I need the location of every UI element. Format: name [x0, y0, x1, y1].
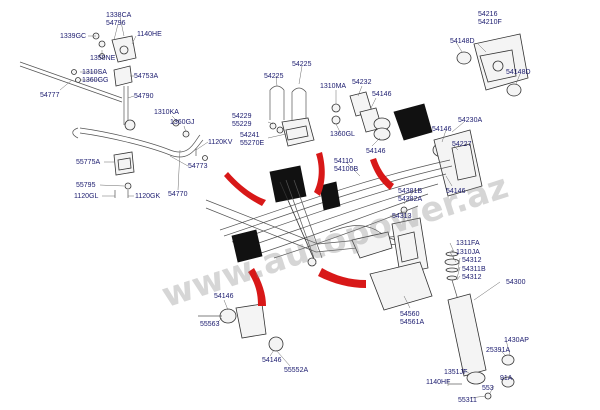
part-label: 1140HF: [426, 379, 450, 386]
part-label: 54146: [214, 293, 234, 300]
part-label: 54229: [232, 113, 252, 120]
part-label: 54382A: [398, 196, 422, 203]
part-label: 54770: [168, 191, 188, 198]
part-label: 54146: [432, 126, 452, 133]
part-label: 1360GL: [330, 131, 355, 138]
part-label: 55775A: [76, 159, 100, 166]
red-arrow-right: [370, 158, 394, 190]
bump-stop-group: [231, 165, 341, 267]
part-label: 54232: [352, 79, 372, 86]
part-label: 1120KV: [208, 139, 233, 146]
part-label: 54100B: [334, 166, 358, 173]
shock-absorber: [444, 249, 515, 400]
part-label: 1120GL: [74, 193, 98, 200]
part-label: 55563: [200, 321, 220, 328]
axle-tube: [205, 199, 401, 259]
part-label: 1310JA: [456, 249, 480, 256]
part-label: 91A: [500, 375, 513, 382]
part-label: 1311FA: [456, 240, 480, 247]
u-bolt-group: [269, 85, 315, 147]
part-label: 54773: [188, 163, 208, 170]
part-label: 54225: [292, 61, 312, 68]
part-label: 1310KA: [154, 109, 179, 116]
part-label: 54311B: [462, 266, 486, 273]
red-arrow-middle: [314, 152, 325, 196]
part-label: 54790: [134, 93, 154, 100]
part-label: 55795: [76, 182, 96, 189]
red-arrow-lower-mid: [318, 268, 366, 288]
part-number-labels: 1338CA 54796 1339GC 1140HE 1350NE 1310SA…: [40, 11, 531, 404]
part-label: 1310MA: [320, 83, 346, 90]
part-label: 1351JF: [444, 369, 467, 376]
part-label: 54560: [400, 311, 420, 318]
part-label: 1120GK: [135, 193, 160, 200]
shock-bracket-plate: [369, 206, 433, 311]
part-label: 54148D: [506, 69, 531, 76]
part-label: 55270E: [240, 140, 264, 147]
part-label: 54146: [446, 188, 466, 195]
part-label: 54146: [262, 357, 282, 364]
part-label: 54216: [478, 11, 498, 18]
part-label: 55311: [458, 397, 477, 404]
part-label: 1338CA: [106, 12, 132, 19]
part-label: 54381B: [398, 188, 422, 195]
part-label: 54312: [462, 257, 482, 264]
red-arrow-top-left: [224, 172, 266, 206]
red-arrow-lower-left: [248, 268, 266, 306]
shackle-group: [331, 91, 483, 197]
part-label: 1430AP: [504, 337, 529, 344]
part-label: 1339GC: [60, 33, 86, 40]
part-label: 1360GJ: [170, 119, 195, 126]
part-label: 54148D: [450, 38, 475, 45]
part-label: 55229: [232, 121, 252, 128]
part-label: 54313: [392, 213, 412, 220]
part-label: 54300: [506, 279, 526, 286]
part-label: 54146: [366, 148, 386, 155]
part-label: 55552A: [284, 367, 308, 374]
part-label: 1350NE: [90, 55, 116, 62]
part-label: 54225: [264, 73, 284, 80]
part-label: 54227: [452, 141, 472, 148]
part-label: 54777: [40, 92, 60, 99]
red-direction-arrows: [224, 152, 394, 306]
part-label: 54312: [462, 274, 482, 281]
leader-lines: [59, 16, 521, 399]
part-label: 54753A: [134, 73, 158, 80]
part-label: 54146: [372, 91, 392, 98]
part-label: 54796: [106, 20, 126, 27]
spring-hanger-bracket: [456, 33, 529, 97]
part-label: 54230A: [458, 117, 482, 124]
part-label: 25391A: [486, 347, 510, 354]
part-label: 54561A: [400, 319, 424, 326]
part-label: 1140HE: [137, 31, 162, 38]
part-label: 1360GG: [82, 77, 108, 84]
part-label: 1310SA: [82, 69, 107, 76]
lower-shackle-group: [198, 303, 284, 352]
part-label: 54210F: [478, 19, 502, 26]
part-label: 54241: [240, 132, 260, 139]
part-label: 54110: [334, 158, 353, 165]
stabilizer-bracket-group: [19, 32, 208, 198]
part-label: 553: [482, 385, 494, 392]
